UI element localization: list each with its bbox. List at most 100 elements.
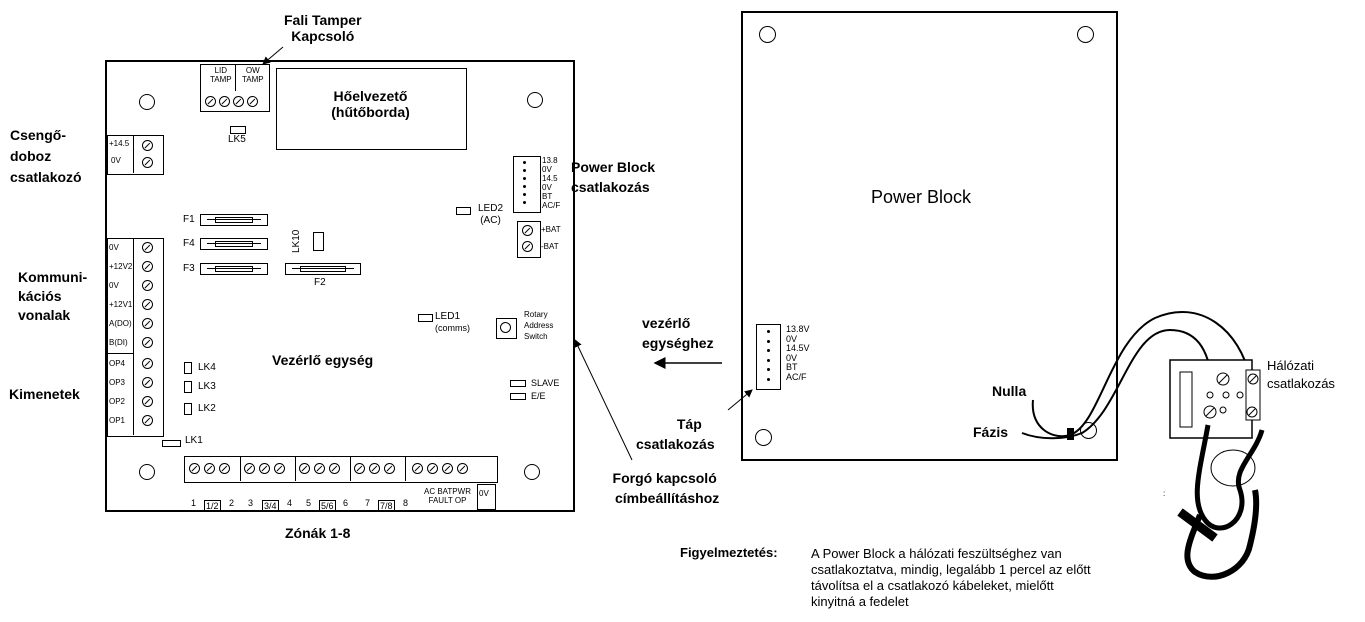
lk10-label: LK10: [291, 229, 302, 253]
power-block-terms: 13.8V 0V 14.5V 0V BT AC/F: [786, 324, 810, 382]
connector-pin: [523, 193, 526, 196]
comm-terminal-label: +12V2: [109, 262, 133, 271]
zone-label: 6: [343, 498, 349, 508]
zone-pair-label: 1/2: [204, 500, 221, 513]
svg-text::: :: [1163, 489, 1165, 498]
warning-text: A Power Block a hálózati feszültséghez v…: [811, 546, 1091, 609]
terminal-divider: [350, 456, 351, 481]
mounting-hole: [759, 26, 776, 43]
board-power-connector: [513, 156, 541, 213]
terminal-screw: [142, 318, 153, 329]
terminal-divider: [405, 456, 406, 481]
jumper-lk2: [184, 403, 192, 415]
comm-terminal-label: A(DO): [109, 319, 132, 328]
rotary-knob-icon: [500, 322, 511, 333]
comm-output-terminal-block: [107, 238, 164, 437]
jumper-lk5: [230, 126, 246, 134]
callout-nulla: Nulla: [992, 383, 1027, 399]
terminal-screw: [219, 463, 230, 474]
terminal-screw: [142, 377, 153, 388]
terminal-screw: [233, 96, 244, 107]
jumper-slave: [510, 380, 526, 387]
callout-kimenetek: Kimenetek: [9, 386, 80, 402]
terminal-screw: [259, 463, 270, 474]
lk1-label: LK1: [185, 435, 203, 446]
terminal-screw: [427, 463, 438, 474]
zone-label: 1: [191, 498, 197, 508]
lk3-label: LK3: [198, 381, 216, 392]
ee-label: E/E: [531, 391, 546, 401]
terminal-screw: [329, 463, 340, 474]
terminal-screw: [457, 463, 468, 474]
bat-minus-label: -BAT: [541, 242, 559, 251]
terminal-screw: [522, 241, 533, 252]
terminal-screw: [142, 280, 153, 291]
power-block: [741, 11, 1118, 461]
connector-pin: [767, 349, 770, 353]
bottom-0v-box: [477, 484, 496, 510]
connector-pin: [767, 368, 770, 372]
connector-pin: [767, 378, 770, 381]
terminal-screw: [354, 463, 365, 474]
led2: [456, 207, 471, 215]
terminal-screw: [142, 140, 153, 151]
mounting-hole: [1080, 422, 1097, 439]
bell-terminal-block: [107, 135, 164, 175]
connector-pin: [767, 339, 770, 343]
terminal-screw: [205, 96, 216, 107]
fuse-label-f1: F1: [183, 214, 195, 225]
led1: [418, 314, 433, 322]
zone-label: 3: [248, 498, 254, 508]
terminal-divider: [240, 456, 241, 481]
mounting-hole: [527, 92, 543, 108]
fuse-label-f3: F3: [183, 263, 195, 274]
zone-pair-label: 5/6: [319, 500, 336, 513]
terminal-screw: [219, 96, 230, 107]
warning-label: Figyelmeztetés:: [680, 545, 778, 560]
terminal-screw: [142, 415, 153, 426]
callout-zonak: Zónák 1-8: [285, 525, 351, 541]
connector-pin: [523, 177, 526, 180]
connector-pin: [523, 201, 526, 204]
terminal-screw: [142, 396, 153, 407]
zone-pair-label: 3/4: [262, 500, 279, 513]
slave-label: SLAVE: [531, 378, 560, 388]
zone-label: 8: [403, 498, 409, 508]
led1-label: LED1(comms): [435, 311, 470, 333]
fuse-f4: [200, 238, 268, 250]
mounting-hole: [1077, 26, 1094, 43]
terminal-screw: [244, 463, 255, 474]
bell-terminal-label: +14.5: [109, 139, 130, 148]
terminal-screw: [522, 225, 533, 236]
mounting-hole: [524, 464, 540, 480]
comm-terminal-label: 0V: [109, 243, 119, 252]
zone-label: 4: [287, 498, 293, 508]
connector-pin: [523, 169, 526, 172]
lk4-label: LK4: [198, 362, 216, 373]
fuse-f1: [200, 214, 268, 226]
terminal-screw: [412, 463, 423, 474]
output-terminal-label: OP2: [109, 397, 126, 406]
terminal-screw: [204, 463, 215, 474]
terminal-screw: [369, 463, 380, 474]
jumper-lk4: [184, 362, 192, 374]
terminal-screw: [142, 358, 153, 369]
connector-pin: [523, 185, 526, 188]
heatsink: [276, 68, 467, 150]
bottom-label-0v: 0V: [479, 489, 489, 498]
output-terminal-label: OP3: [109, 378, 126, 387]
control-board-title: Vezérlő egység: [272, 352, 374, 368]
power-block-title: Power Block: [871, 187, 972, 207]
connector-pin: [767, 330, 770, 333]
bell-terminal-label: 0V: [111, 156, 121, 165]
terminal-screw: [142, 261, 153, 272]
